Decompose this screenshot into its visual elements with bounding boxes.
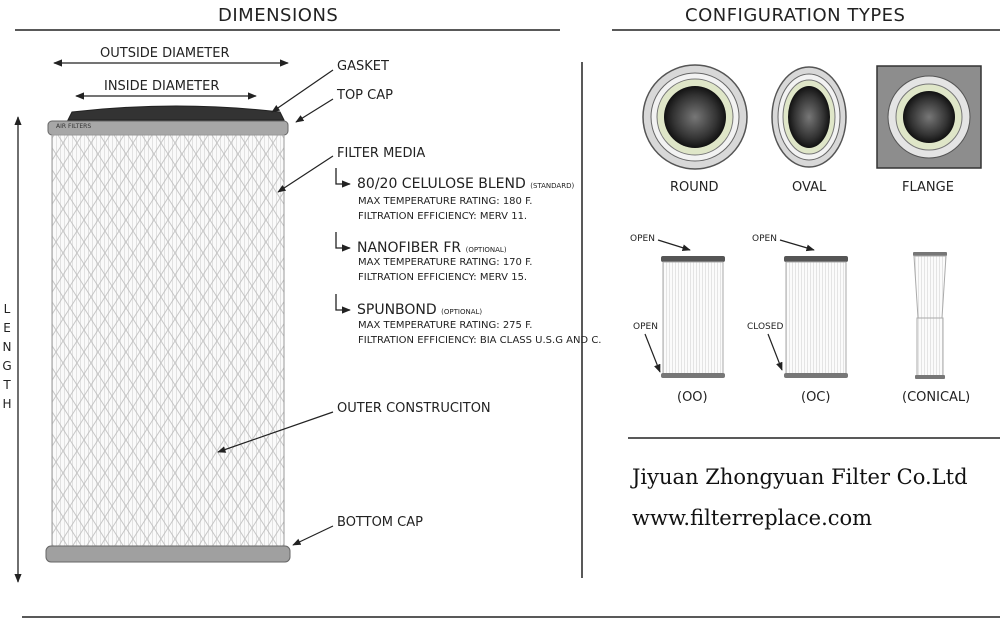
- bottom-cap-label: BOTTOM CAP: [337, 515, 423, 530]
- oo-type-label: (OO): [677, 390, 708, 405]
- round-config-icon: [642, 64, 748, 170]
- media-3-title: SPUNBOND: [357, 302, 437, 318]
- media-3-temp: MAX TEMPERATURE RATING: 275 F.: [358, 320, 533, 331]
- media-tree-1: [335, 168, 351, 188]
- outer-construction-leader: [217, 411, 334, 453]
- media-2-tag: (OPTIONAL): [465, 246, 507, 254]
- gasket-leader: [271, 69, 334, 113]
- configuration-header: CONFIGURATION TYPES: [685, 5, 906, 26]
- conical-filter-icon: [913, 252, 947, 379]
- oo-open-top-leader: [657, 239, 691, 251]
- length-letter: T: [3, 378, 11, 392]
- top-cap-label: TOP CAP: [337, 88, 393, 103]
- main-filter-illustration: [45, 105, 291, 563]
- cap-brand-text: AIR FILTERS: [56, 123, 92, 130]
- company-website[interactable]: www.filterreplace.com: [632, 506, 873, 530]
- length-letter: L: [3, 302, 11, 316]
- inside-diameter-label: INSIDE DIAMETER: [104, 79, 220, 94]
- media-2-temp: MAX TEMPERATURE RATING: 170 F.: [358, 257, 533, 268]
- oc-closed-label: CLOSED: [747, 322, 784, 332]
- oc-open-top-leader: [779, 239, 815, 252]
- oo-open-bottom-label: OPEN: [633, 322, 658, 332]
- flange-label: FLANGE: [902, 180, 954, 195]
- oo-filter-icon: [661, 256, 725, 378]
- oc-closed-bottom-leader: [767, 333, 783, 371]
- media-1-name: 80/20 CELULOSE BLEND (STANDARD): [357, 176, 574, 192]
- media-tree-3: [335, 294, 351, 314]
- bottom-cap-leader: [292, 525, 334, 546]
- media-3-tag: (OPTIONAL): [441, 308, 483, 316]
- media-tree-2: [335, 232, 351, 252]
- media-2-efficiency: FILTRATION EFFICIENCY: MERV 15.: [358, 272, 528, 283]
- outer-construction-label: OUTER CONSTRUCITON: [337, 401, 491, 416]
- dimensions-header: DIMENSIONS: [218, 5, 339, 26]
- media-2-title: NANOFIBER FR: [357, 240, 462, 256]
- media-3-name: SPUNBOND (OPTIONAL): [357, 302, 482, 318]
- length-letter: E: [3, 321, 11, 335]
- conical-type-label: (CONICAL): [902, 390, 971, 405]
- company-name: Jiyuan Zhongyuan Filter Co.Ltd: [632, 465, 968, 489]
- length-letter: N: [2, 340, 12, 354]
- media-1-efficiency: FILTRATION EFFICIENCY: MERV 11.: [358, 211, 528, 222]
- media-2-name: NANOFIBER FR (OPTIONAL): [357, 240, 507, 256]
- flange-config-icon: [876, 65, 982, 169]
- filter-media-leader: [277, 155, 334, 193]
- media-1-tag: (STANDARD): [530, 182, 575, 190]
- round-label: ROUND: [670, 180, 719, 195]
- top-cap-leader: [295, 98, 334, 123]
- filter-media-label: FILTER MEDIA: [337, 146, 426, 161]
- oval-label: OVAL: [792, 180, 827, 195]
- length-label: L E N G T H: [0, 300, 14, 414]
- oc-open-top-label: OPEN: [752, 234, 777, 244]
- gasket-label: GASKET: [337, 59, 389, 74]
- length-letter: G: [2, 359, 12, 373]
- media-3-efficiency: FILTRATION EFFICIENCY: BIA CLASS U.S.G A…: [358, 335, 602, 346]
- oo-open-bottom-leader: [644, 333, 661, 373]
- length-letter: H: [2, 397, 12, 411]
- oc-type-label: (OC): [801, 390, 831, 405]
- media-1-title: 80/20 CELULOSE BLEND: [357, 176, 526, 192]
- media-1-temp: MAX TEMPERATURE RATING: 180 F.: [358, 196, 533, 207]
- oc-filter-icon: [784, 256, 848, 378]
- oo-open-top-label: OPEN: [630, 234, 655, 244]
- outside-diameter-label: OUTSIDE DIAMETER: [100, 46, 230, 61]
- oval-config-icon: [771, 66, 847, 168]
